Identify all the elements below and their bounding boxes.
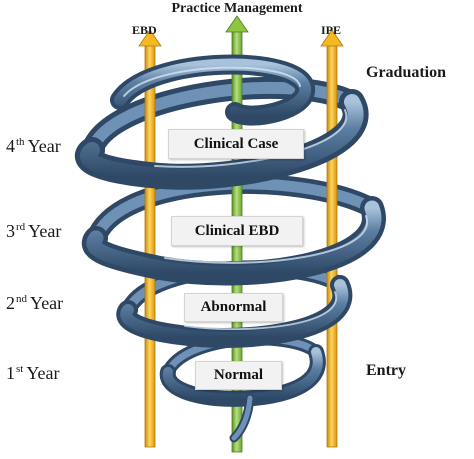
year-suffix: nd bbox=[16, 293, 27, 305]
year-suffix: rd bbox=[16, 221, 26, 233]
year-suffix: th bbox=[16, 136, 25, 148]
stage-box-abnormal: Abnormal bbox=[184, 293, 283, 322]
entry-label: Entry bbox=[366, 362, 406, 379]
year-word: Year bbox=[30, 293, 64, 313]
year-number: 4 bbox=[6, 136, 15, 156]
arrow-left-label: EBD bbox=[132, 23, 157, 37]
arrow-right-label: IPE bbox=[321, 23, 342, 37]
year-word: Year bbox=[27, 136, 61, 156]
stage-box-clinical-case: Clinical Case bbox=[168, 129, 304, 159]
graduation-label: Graduation bbox=[366, 64, 447, 81]
arrow-left bbox=[138, 29, 162, 448]
stage-box-clinical-ebd: Clinical EBD bbox=[171, 216, 303, 246]
year-word: Year bbox=[28, 221, 62, 241]
diagram-title: Practice Management bbox=[171, 1, 303, 16]
year-number: 3 bbox=[6, 221, 15, 241]
spiral-top-curl bbox=[110, 54, 315, 126]
year-suffix: st bbox=[16, 363, 24, 375]
stage-box-normal: Normal bbox=[195, 361, 282, 390]
year-number: 1 bbox=[6, 363, 15, 383]
year-number: 2 bbox=[6, 293, 15, 313]
year-word: Year bbox=[26, 363, 60, 383]
